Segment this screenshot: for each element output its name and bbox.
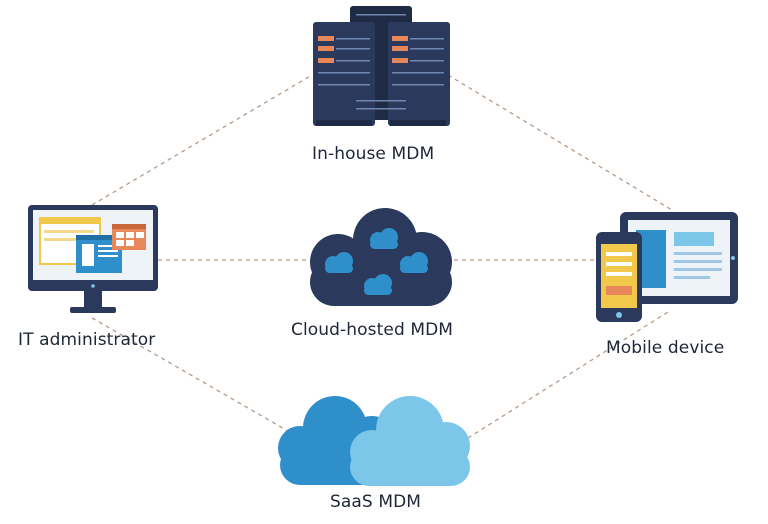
line-it-to-saas [91, 317, 301, 439]
desktop-monitor-icon [28, 205, 158, 313]
line-it-to-inhouse [91, 74, 313, 206]
mobile-device-label: Mobile device [606, 338, 725, 358]
cloud-hosted-mdm-label: Cloud-hosted MDM [291, 320, 454, 340]
cloud-network-icon [310, 208, 452, 306]
line-saas-to-mobile [467, 311, 669, 439]
server-rack-icon [313, 6, 450, 126]
connection-lines [91, 74, 673, 439]
saas-mdm-label: SaaS MDM [330, 492, 422, 512]
line-inhouse-to-mobile [447, 74, 673, 211]
cloud-icon [278, 396, 470, 486]
it-administrator-label: IT administrator [18, 330, 156, 350]
inhouse-mdm-label: In-house MDM [312, 144, 435, 164]
tablet-phone-icon [596, 212, 738, 322]
